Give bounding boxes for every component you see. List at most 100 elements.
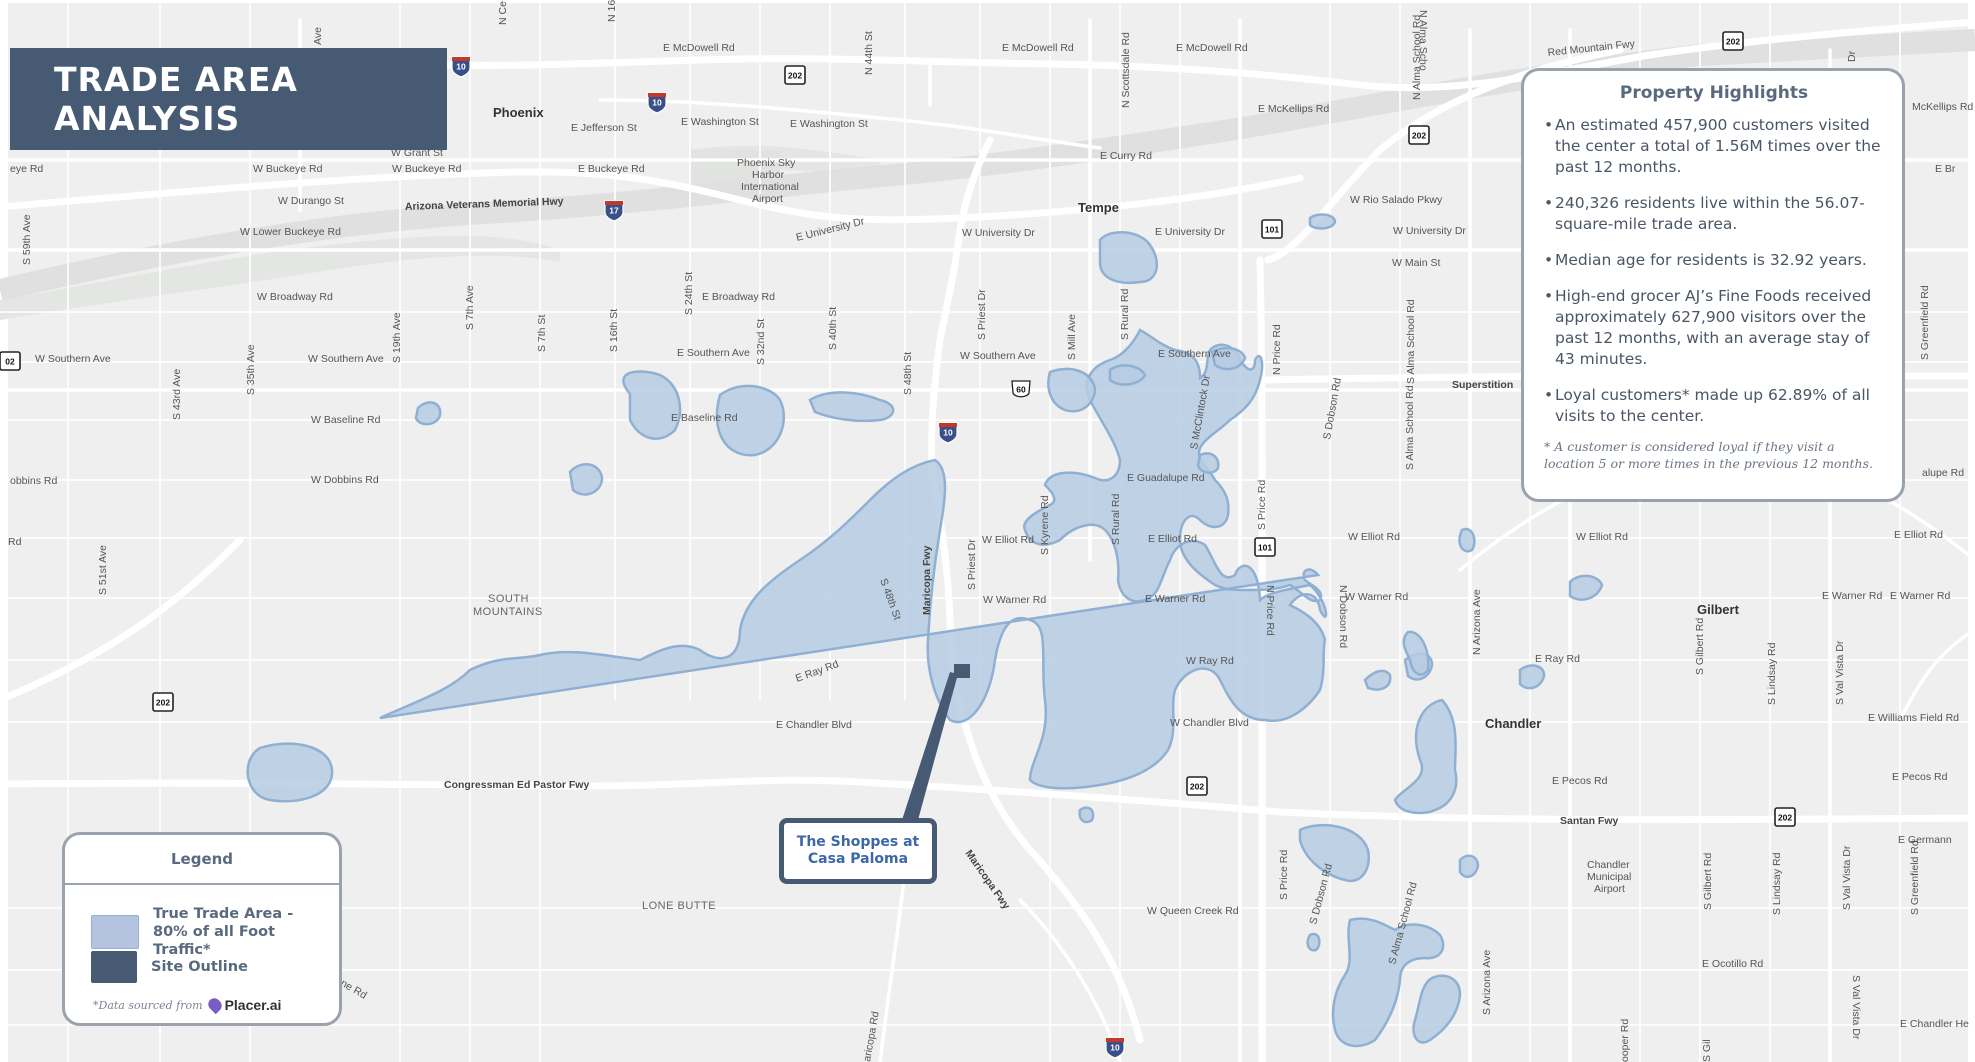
road-label: E Germann [1898,834,1952,846]
area-south-mountains-1: SOUTH [488,593,529,605]
road-label: eye Rd [10,163,43,175]
state-route-shield-icon: 202 [152,692,174,712]
airport-phx-2: Harbor [752,169,785,181]
road-label: W Southern Ave [35,353,111,365]
road-label: N Ce [497,1,509,25]
road-label: S Priest Dr [976,289,988,340]
road-label: W Baseline Rd [311,414,381,426]
page-title: TRADE AREA ANALYSIS [54,60,298,138]
city-chandler: Chandler [1485,716,1541,731]
road-label: E Ray Rd [1535,653,1580,665]
area-south-mountains-2: MOUNTAINS [473,606,543,618]
airport-chd-1: Chandler [1587,859,1630,871]
road-label: W Warner Rd [1345,591,1408,603]
shield-label: 60 [1016,385,1026,395]
road-label: W University Dr [962,227,1035,239]
road-labels-horizontal: E McDowell Rd E McDowell Rd E McDowell R… [8,38,1973,1030]
road-label: E Southern Ave [1158,348,1231,360]
road-label: S Rural Rd [1119,288,1131,340]
road-label: Ave [312,27,324,45]
road-label: N Dobson Rd [1337,585,1349,648]
road-label: E Jefferson St [571,122,637,134]
road-label: Superstition [1452,379,1513,391]
road-label: N 44th St [863,31,875,75]
road-label-edge: E Br [1935,163,1956,175]
state-route-shield-icon: 202 [1408,125,1430,145]
road-label: N Price Rd [1271,324,1283,375]
road-label: Dr [1846,50,1858,62]
shield-label: 10 [1110,1043,1120,1053]
title-banner: TRADE AREA ANALYSIS [10,48,447,150]
road-label: E Warner Rd [1822,590,1882,602]
shield-label: 10 [652,98,662,108]
road-label: S 24th St [683,272,695,315]
interstate-shield-icon: 17 [604,200,624,222]
site-outline-marker[interactable] [954,664,970,678]
airport-chd-3: Airport [1594,883,1625,895]
state-route-shield-icon: 02 [0,351,21,371]
road-label: S Price Rd [1278,850,1290,900]
property-highlights-panel: Property Highlights An estimated 457,900… [1521,68,1905,502]
highlights-footnote: * A customer is considered loyal if they… [1544,439,1873,471]
trade-area-polygons [246,213,1604,1048]
city-phoenix: Phoenix [493,105,544,120]
road-label: W University Dr [1393,225,1466,237]
road-label: S Lindsay Rd [1766,642,1778,705]
shield-label: 101 [1265,225,1279,235]
site-callout[interactable]: The Shoppes at Casa Paloma [779,818,937,884]
shield-label: 202 [1412,131,1426,141]
road-label: N Scottsdale Rd [1120,32,1132,108]
road-label: S Rural Rd [1110,493,1122,545]
road-label: W Broadway Rd [257,291,333,303]
state-route-shield-icon: 101 [1254,537,1276,557]
state-route-shield-icon: 202 [1722,31,1744,51]
road-label: E McKellips Rd [1258,103,1329,115]
road-label: E Elliot Rd [1148,533,1197,545]
road-label: Congressman Ed Pastor Fwy [444,779,589,791]
legend-site-label: Site Outline [151,959,248,975]
road-label: S Val Vista Dr [1841,845,1853,910]
road-label: E Washington St [790,118,868,130]
airport-phx-3: International [741,181,799,193]
shield-label: 17 [609,206,619,216]
road-label: S Priest Dr [966,539,978,590]
state-route-shield-icon: 202 [1774,807,1796,827]
road-label: S 51st Ave [97,545,109,595]
road-label: E Broadway Rd [702,291,775,303]
road-label: W Southern Ave [308,353,384,365]
shield-label: 10 [456,62,466,72]
road-label: E McDowell Rd [1002,42,1074,54]
road-label: E Pecos Rd [1552,775,1608,787]
road-label: McKellips Rd [1912,101,1973,113]
road-label: S Price Rd [1256,480,1268,530]
road-label: S Val Vista Dr [1850,975,1862,1040]
road-label: W Elliot Rd [982,534,1034,546]
road-label: N Arizona Ave [1471,589,1483,655]
shield-label: 202 [1190,782,1204,792]
road-label: E Washington St [681,116,759,128]
shield-label: 02 [5,357,15,367]
road-label: W Rio Salado Pkwy [1350,194,1443,206]
highlight-item: An estimated 457,900 customers visited t… [1544,115,1884,178]
road-label: E Pecos Rd [1892,771,1948,783]
road-label: W Durango St [278,195,344,207]
site-callout-label: The Shoppes at Casa Paloma [796,834,920,867]
road-label: W Main St [1392,257,1441,269]
road-label: N Price Rd [1264,585,1276,636]
road-label: S Greenfield Rd [1909,840,1921,915]
airport-phx-4: Airport [752,193,783,205]
road-label: obbins Rd [10,475,57,487]
road-label: Arizona Veterans Memorial Hwy [405,195,564,213]
highlight-item: Median age for residents is 32.92 years. [1544,250,1884,271]
highlight-item: Loyal customers* made up 62.89% of all v… [1544,385,1884,427]
highlight-item: 240,326 residents live within the 56.07-… [1544,193,1884,235]
road-label: E Warner Rd [1890,590,1950,602]
road-label: W Grant St [391,147,443,159]
road-label: S 59th Ave [21,214,33,265]
road-label: E University Dr [1155,226,1226,238]
road-label: E Elliot Rd [1894,529,1943,541]
road-label: S 19th Ave [391,312,403,363]
road-label: alupe Rd [1922,467,1964,479]
road-label: E Curry Rd [1100,150,1152,162]
